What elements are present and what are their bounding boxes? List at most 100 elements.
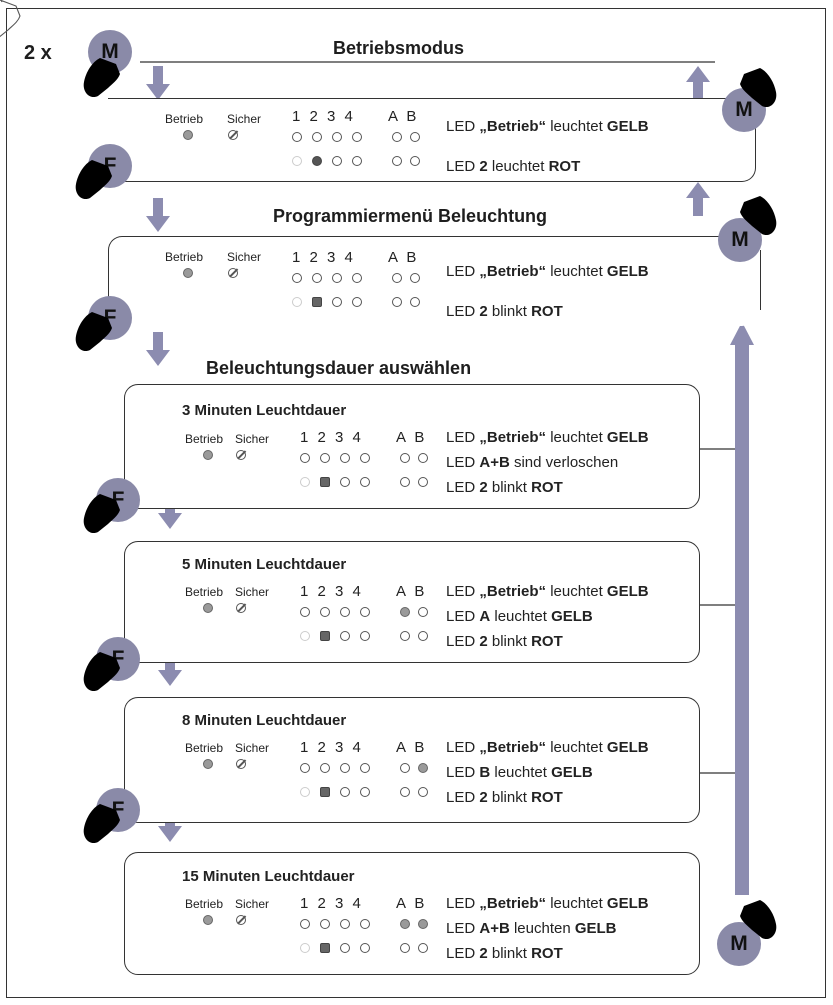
led-betrieb <box>183 268 193 278</box>
label-sicher: Sicher <box>227 112 262 126</box>
led-4 <box>360 919 370 929</box>
f-button-2[interactable]: F <box>88 296 132 340</box>
led-betrieb <box>203 915 213 925</box>
led-3 <box>332 273 342 283</box>
m-button-2[interactable]: M <box>718 218 762 262</box>
panel-3min <box>124 384 700 509</box>
led-betrieb <box>203 603 213 613</box>
led-status-line: LED A+B sind verloschen <box>446 454 619 471</box>
led-a <box>400 607 410 617</box>
digits-header: 1 2 3 4 <box>300 739 361 756</box>
led-b <box>418 453 428 463</box>
f-button-4[interactable]: F <box>96 637 140 681</box>
led-2 <box>320 787 330 797</box>
title-auswahl: Beleuchtungsdauer auswählen <box>206 358 472 378</box>
label-sicher: Sicher <box>235 585 270 599</box>
label-sicher: Sicher <box>235 741 270 755</box>
led-b <box>418 919 428 929</box>
led-2 <box>320 607 330 617</box>
ab-header: A B <box>388 108 417 125</box>
label-sicher: Sicher <box>227 250 262 264</box>
led-status-line: LED „Betrieb“ leuchtet GELB <box>446 118 649 135</box>
label-betrieb: Betrieb <box>185 897 224 911</box>
led-status-line: LED 2 blinkt ROT <box>446 479 563 496</box>
label-sicher: Sicher <box>235 897 270 911</box>
led-4 <box>352 297 362 307</box>
digits-header: 1 2 3 4 <box>300 583 361 600</box>
led-betrieb <box>183 130 193 140</box>
panel-5min <box>124 541 700 663</box>
led-4 <box>352 156 362 166</box>
led-3 <box>332 132 342 142</box>
led-1 <box>300 919 310 929</box>
led-sicher <box>236 915 246 925</box>
f-button-5[interactable]: F <box>96 788 140 832</box>
led-betrieb <box>203 759 213 769</box>
led-b <box>418 607 428 617</box>
led-2 <box>312 273 322 283</box>
led-4 <box>360 943 370 953</box>
led-status-line: LED „Betrieb“ leuchtet GELB <box>446 583 649 600</box>
led-1 <box>292 132 302 142</box>
led-a <box>392 273 402 283</box>
led-status-line: LED 2 blinkt ROT <box>446 945 563 962</box>
arrow-down-1 <box>146 66 170 100</box>
m-button-3[interactable]: M <box>717 922 761 966</box>
led-4 <box>360 631 370 641</box>
led-sicher <box>236 759 246 769</box>
led-status-line: LED 2 blinkt ROT <box>446 789 563 806</box>
heading-3min: 3 Minuten Leuchtdauer <box>182 402 347 419</box>
led-status-line: LED A+B leuchten GELB <box>446 920 617 937</box>
ab-header: A B <box>396 583 425 600</box>
panel-8min <box>124 697 700 823</box>
led-sicher <box>236 603 246 613</box>
m-button-top[interactable]: M <box>88 30 132 74</box>
led-a <box>400 787 410 797</box>
label-betrieb: Betrieb <box>185 741 224 755</box>
f-button-3[interactable]: F <box>96 478 140 522</box>
led-2 <box>320 631 330 641</box>
led-4 <box>352 273 362 283</box>
led-status-line: LED B leuchtet GELB <box>446 764 593 781</box>
led-a <box>400 919 410 929</box>
led-1 <box>292 273 302 283</box>
heading-8min: 8 Minuten Leuchtdauer <box>182 712 347 729</box>
led-4 <box>352 132 362 142</box>
led-1 <box>300 453 310 463</box>
led-status-line: LED 2 blinkt ROT <box>446 633 563 650</box>
arrow-down-2 <box>146 198 170 232</box>
repeat-count: 2 x <box>24 42 52 64</box>
led-4 <box>360 607 370 617</box>
f-button-1[interactable]: F <box>88 144 132 188</box>
led-4 <box>360 477 370 487</box>
led-3 <box>340 453 350 463</box>
led-2 <box>320 477 330 487</box>
arrow-up-long <box>735 345 749 895</box>
led-2 <box>320 943 330 953</box>
led-status-line: LED „Betrieb“ leuchtet GELB <box>446 895 649 912</box>
m-button-1[interactable]: M <box>722 88 766 132</box>
led-1 <box>292 156 302 166</box>
label-betrieb: Betrieb <box>185 585 224 599</box>
led-3 <box>332 297 342 307</box>
led-a <box>392 156 402 166</box>
led-b <box>418 943 428 953</box>
led-1 <box>300 943 310 953</box>
led-3 <box>340 787 350 797</box>
led-3 <box>340 943 350 953</box>
led-status-line: LED „Betrieb“ leuchtet GELB <box>446 739 649 756</box>
diagram-frame <box>6 8 826 998</box>
led-sicher <box>228 268 238 278</box>
led-4 <box>360 453 370 463</box>
ab-header: A B <box>396 895 425 912</box>
led-a <box>400 631 410 641</box>
label-betrieb: Betrieb <box>165 250 204 264</box>
digits-header: 1 2 3 4 <box>292 108 353 125</box>
ab-header: A B <box>396 429 425 446</box>
label-betrieb: Betrieb <box>165 112 204 126</box>
led-b <box>418 763 428 773</box>
led-1 <box>300 787 310 797</box>
led-2 <box>320 919 330 929</box>
led-status-line: LED 2 leuchtet ROT <box>446 158 581 175</box>
led-a <box>400 453 410 463</box>
